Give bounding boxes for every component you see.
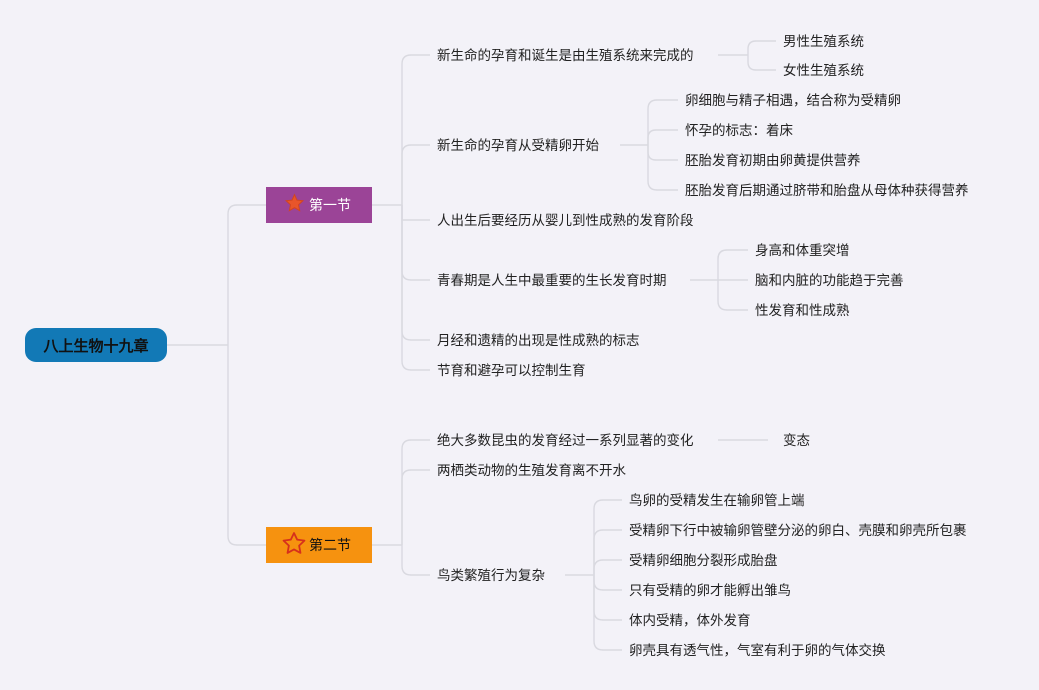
connector [401,205,430,341]
subtopic-node[interactable]: 胚胎发育后期通过脐带和胎盘从母体种获得营养 [685,182,969,199]
topic-node[interactable]: 青春期是人生中最重要的生长发育时期 [437,273,667,289]
subtopic-node[interactable]: 怀孕的标志：着床 [685,122,793,139]
connector [401,469,430,545]
connector [593,575,622,591]
connector [227,204,266,345]
connector [227,345,266,546]
star-filled-icon [284,193,305,212]
connector [401,439,430,545]
section-label-1: 第一节 [309,197,351,214]
subtopic-node[interactable]: 胚胎发育初期由卵黄提供营养 [685,152,861,169]
connector [593,575,622,651]
connector [401,205,430,281]
connector [647,145,678,191]
section-node-1[interactable]: 第一节 [266,187,372,223]
subtopic-node[interactable]: 卵壳具有透气性，气室有利于卵的气体交换 [629,642,886,659]
connector [401,54,430,205]
topic-node[interactable]: 新生命的孕育从受精卵开始 [437,137,599,154]
connector [747,40,776,55]
connector [401,545,430,576]
subtopic-node[interactable]: 鸟卵的受精发生在输卵管上端 [629,493,805,509]
root-node[interactable]: 八上生物十九章 [25,328,167,362]
topic-node[interactable]: 鸟类繁殖行为复杂 [437,567,545,584]
star-outline-icon [282,532,306,554]
subtopic-node[interactable]: 只有受精的卵才能孵出雏鸟 [629,583,791,599]
connector [717,249,748,280]
topic-node[interactable]: 月经和遗精的出现是性成熟的标志 [437,333,640,349]
topic-node[interactable]: 绝大多数昆虫的发育经过一系列显著的变化 [437,432,694,449]
connector [717,280,748,311]
section-label-2: 第二节 [309,537,351,554]
subtopic-node[interactable]: 男性生殖系统 [783,33,864,50]
subtopic-node[interactable]: 女性生殖系统 [783,62,864,79]
section-node-2[interactable]: 第二节 [266,527,372,563]
connector [647,129,678,145]
connector [401,144,430,205]
connector [593,559,622,575]
subtopic-node[interactable]: 变态 [783,433,810,449]
subtopic-node[interactable]: 身高和体重突增 [755,242,850,259]
connector [401,205,430,371]
connector [647,145,678,161]
subtopic-node[interactable]: 卵细胞与精子相遇，结合称为受精卵 [685,93,901,109]
connector-lines [166,40,776,651]
subtopic-node[interactable]: 体内受精，体外发育 [629,613,751,629]
root-label: 八上生物十九章 [42,337,148,355]
topic-node[interactable]: 两栖类动物的生殖发育离不开水 [437,462,626,479]
subtopic-node[interactable]: 受精卵下行中被输卵管壁分泌的卵白、壳膜和卵壳所包裹 [629,523,967,539]
connector [647,99,678,145]
subtopic-node[interactable]: 受精卵细胞分裂形成胎盘 [629,552,778,569]
topic-node[interactable]: 节育和避孕可以控制生育 [437,363,586,379]
connector [747,55,776,71]
subtopic-node[interactable]: 脑和内脏的功能趋于完善 [755,273,904,289]
connector [401,205,430,221]
topic-node[interactable]: 人出生后要经历从婴儿到性成熟的发育阶段 [437,213,694,229]
connector [593,499,622,575]
topic-node[interactable]: 新生命的孕育和诞生是由生殖系统来完成的 [437,47,694,64]
connector [593,529,622,575]
connector [593,575,622,621]
subtopic-node[interactable]: 性发育和性成熟 [755,303,850,319]
